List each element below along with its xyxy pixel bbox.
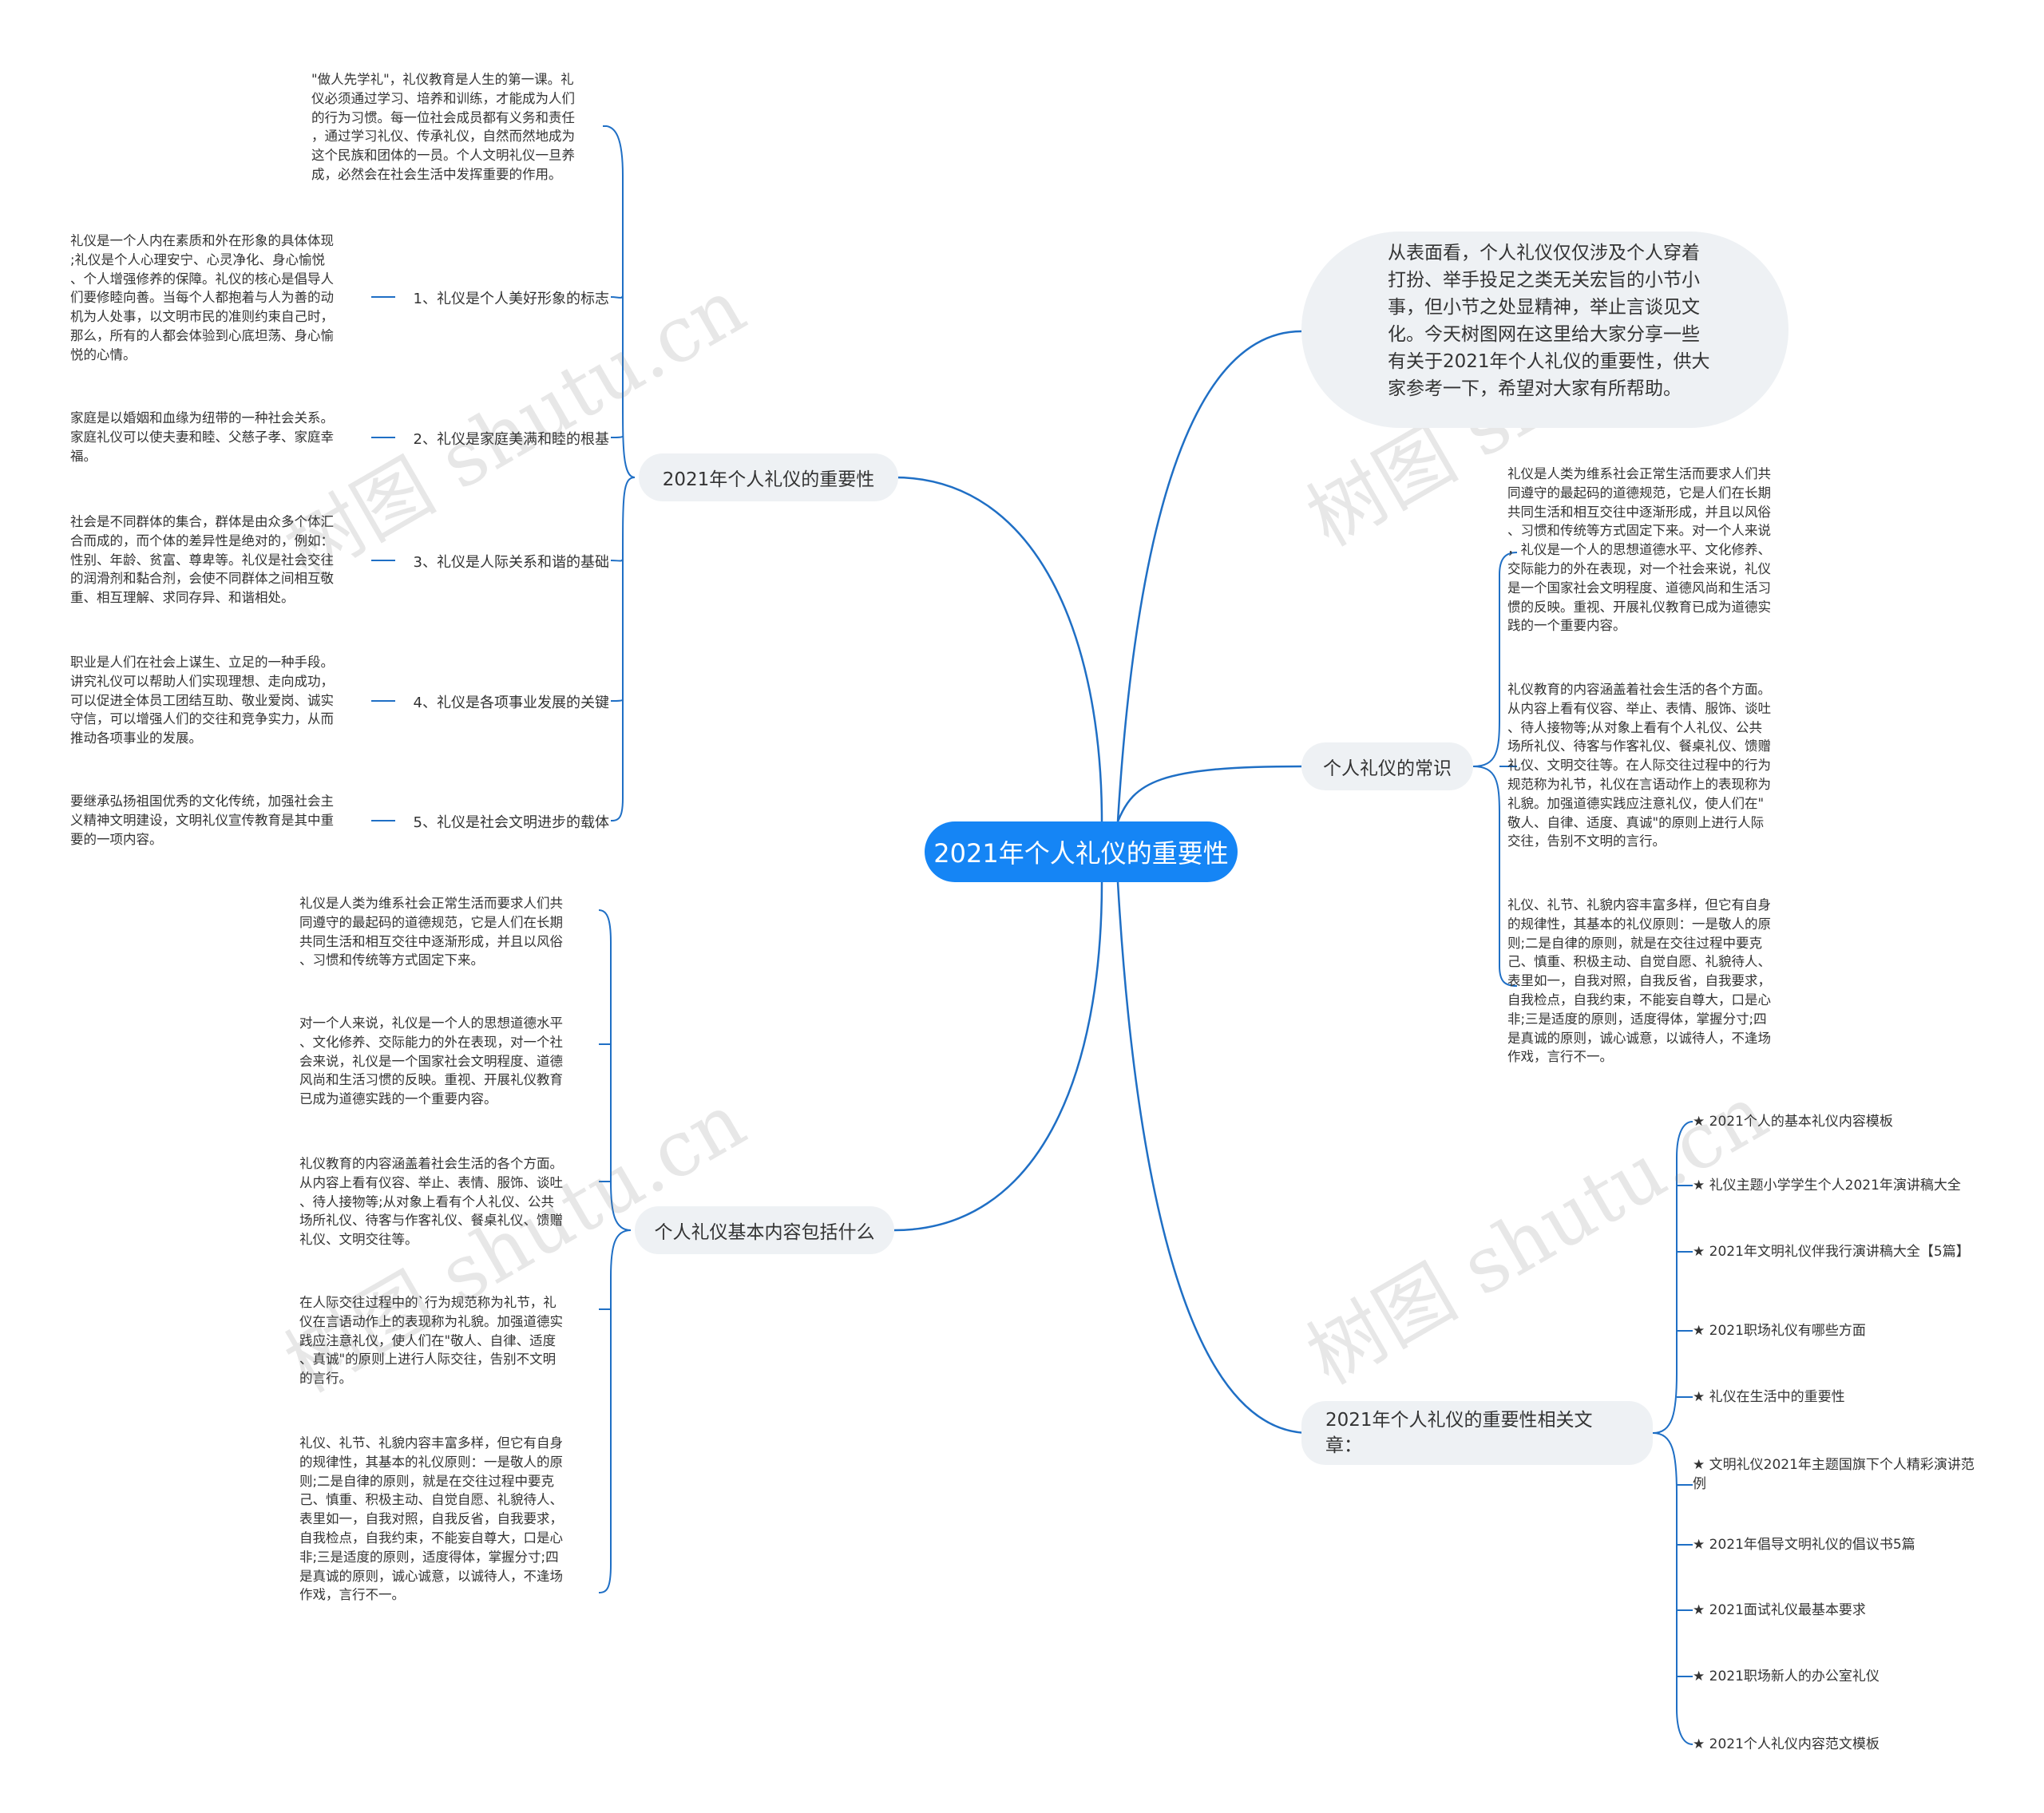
branch-common[interactable]: 个人礼仪的常识 (1301, 742, 1473, 790)
basics-paragraph: 礼仪、礼节、礼貌内容丰富多样，但它有自身 的规律性，其基本的礼仪原则：一是敬人的… (299, 1435, 563, 1603)
common-paragraph: 礼仪是人类为维系社会正常生活而要求人们共 同遵守的最起码的道德规范，它是人们在长… (1507, 466, 1771, 634)
article-link[interactable]: ★ 礼仪在生活中的重要性 (1693, 1389, 1845, 1405)
importance-item-text: 要继承弘扬祖国优秀的文化传统，加强社会主 义精神文明建设，文明礼仪宣传教育是其中… (70, 794, 334, 847)
importance-item-text: 家庭是以婚姻和血缘为纽带的一种社会关系。 家庭礼仪可以使夫妻和睦、父慈子孝、家庭… (70, 410, 334, 464)
article-link[interactable]: ★ 2021职场新人的办公室礼仪 (1693, 1669, 1880, 1684)
branch-importance[interactable]: 2021年个人礼仪的重要性 (639, 453, 898, 501)
importance-intro-paragraph: "做人先学礼"，礼仪教育是人生的第一课。礼 仪必须通过学习、培养和训练，才能成为… (311, 72, 575, 182)
common-paragraph: 礼仪、礼节、礼貌内容丰富多样，但它有自身 的规律性，其基本的礼仪原则：一是敬人的… (1507, 897, 1771, 1065)
importance-item-text: 社会是不同群体的集合，群体是由众多个体汇 合而成的，而个体的差异性是绝对的，例如… (70, 514, 334, 606)
branch-articles[interactable]: 2021年个人礼仪的重要性相关文章： (1301, 1401, 1653, 1465)
importance-item-label[interactable]: 3、礼仪是人际关系和谐的基础 (413, 554, 609, 571)
article-link[interactable]: ★ 礼仪主题小学学生个人2021年演讲稿大全 (1693, 1178, 1961, 1193)
basics-paragraph: 礼仪是人类为维系社会正常生活而要求人们共 同遵守的最起码的道德规范，它是人们在长… (299, 896, 563, 968)
central-topic[interactable]: 2021年个人礼仪的重要性 (925, 821, 1238, 882)
basics-paragraph: 对一个人来说，礼仪是一个人的思想道德水平 、文化修养、交际能力的外在表现，对一个… (299, 1015, 563, 1107)
branch-basics[interactable]: 个人礼仪基本内容包括什么 (635, 1206, 894, 1254)
article-link[interactable]: ★ 2021年倡导文明礼仪的倡议书5篇 (1693, 1537, 1915, 1553)
importance-item-text: 职业是人们在社会上谋生、立足的一种手段。 讲究礼仪可以帮助人们实现理想、走向成功… (70, 655, 334, 746)
article-link[interactable]: ★ 2021个人的基本礼仪内容模板 (1693, 1114, 1893, 1130)
article-link[interactable]: ★ 2021个人礼仪内容范文模板 (1693, 1736, 1880, 1752)
importance-item-label[interactable]: 1、礼仪是个人美好形象的标志 (413, 291, 609, 307)
article-link[interactable]: ★ 2021面试礼仪最基本要求 (1693, 1602, 1866, 1618)
article-link[interactable]: ★ 文明礼仪2021年主题国旗下个人精彩演讲范例 (1693, 1457, 1975, 1492)
importance-item-label[interactable]: 5、礼仪是社会文明进步的载体 (413, 814, 609, 831)
common-paragraph: 礼仪教育的内容涵盖着社会生活的各个方面。 从内容上看有仪容、举止、表情、服饰、谈… (1507, 682, 1771, 849)
article-link[interactable]: ★ 2021职场礼仪有哪些方面 (1693, 1323, 1866, 1339)
article-link[interactable]: ★ 2021年文明礼仪伴我行演讲稿大全【5篇】 (1693, 1244, 1970, 1260)
intro-note[interactable]: 从表面看，个人礼仪仅仅涉及个人穿着打扮、举手投足之类无关宏旨的小节小事，但小节之… (1301, 232, 1788, 428)
importance-item-label[interactable]: 4、礼仪是各项事业发展的关键 (413, 695, 609, 711)
basics-paragraph: 在人际交往过程中的`行为规范称为礼节，礼 仪在言语动作上的表现称为礼貌。加强道德… (299, 1295, 563, 1387)
basics-paragraph: 礼仪教育的内容涵盖着社会生活的各个方面。 从内容上看有仪容、举止、表情、服饰、谈… (299, 1156, 563, 1248)
importance-item-label[interactable]: 2、礼仪是家庭美满和睦的根基 (413, 431, 609, 448)
importance-item-text: 礼仪是一个人内在素质和外在形象的具体体现 ;礼仪是个人心理安宁、心灵净化、身心愉… (70, 233, 334, 362)
